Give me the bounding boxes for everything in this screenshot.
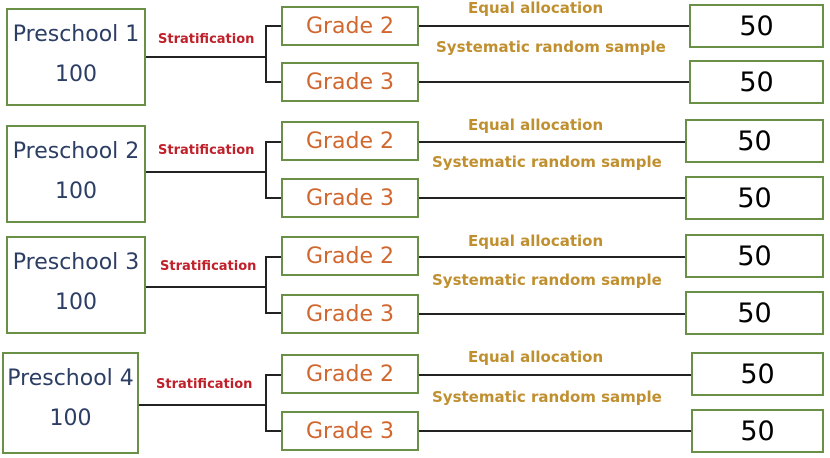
- preschool-box: Preschool 4 100: [2, 352, 139, 454]
- sampling-label: Systematic random sample: [432, 271, 662, 289]
- preschool-box: Preschool 2 100: [6, 125, 146, 223]
- connector: [139, 404, 266, 406]
- connector: [419, 374, 691, 376]
- allocation-label: Equal allocation: [468, 0, 604, 17]
- preschool-name: Preschool 3: [12, 250, 140, 275]
- connector: [265, 256, 281, 258]
- allocation-label: Equal allocation: [468, 348, 604, 366]
- sample-size-box: 50: [685, 176, 824, 220]
- stratum-row-1: Preschool 1 100 Stratification Grade 2 G…: [0, 0, 830, 110]
- connector: [419, 141, 685, 143]
- connector: [146, 171, 266, 173]
- connector: [265, 374, 267, 432]
- connector: [265, 25, 267, 83]
- preschool-total: 100: [55, 290, 97, 315]
- connector: [419, 256, 685, 258]
- sample-size-box: 50: [685, 119, 824, 163]
- connector: [265, 141, 281, 143]
- stratification-label: Stratification: [160, 259, 257, 274]
- stratification-label: Stratification: [158, 32, 255, 47]
- preschool-name: Preschool 1: [12, 22, 140, 47]
- connector: [419, 313, 685, 315]
- stratification-label: Stratification: [158, 143, 255, 158]
- sample-size-box: 50: [691, 409, 824, 453]
- grade-box: Grade 3: [281, 62, 419, 102]
- connector: [265, 25, 281, 27]
- sampling-label: Systematic random sample: [432, 153, 662, 171]
- grade-box: Grade 3: [281, 411, 419, 451]
- grade-box: Grade 2: [281, 121, 419, 161]
- sample-size-box: 50: [689, 4, 824, 48]
- sample-size-box: 50: [685, 234, 824, 278]
- grade-box: Grade 2: [281, 354, 419, 394]
- connector: [265, 430, 281, 432]
- connector: [265, 312, 281, 314]
- preschool-total: 100: [55, 62, 97, 87]
- grade-box: Grade 2: [281, 6, 419, 46]
- sampling-label: Systematic random sample: [432, 388, 662, 406]
- stratum-row-2: Preschool 2 100 Stratification Grade 2 G…: [0, 116, 830, 227]
- preschool-total: 100: [55, 179, 97, 204]
- connector: [419, 81, 689, 83]
- preschool-total: 100: [49, 406, 92, 431]
- connector: [265, 256, 267, 314]
- connector: [265, 197, 281, 199]
- connector: [265, 374, 281, 376]
- grade-box: Grade 2: [281, 236, 419, 276]
- stratification-label: Stratification: [156, 377, 253, 392]
- sample-size-box: 50: [691, 352, 824, 396]
- connector: [146, 56, 266, 58]
- connector: [419, 25, 689, 27]
- stratum-row-4: Preschool 4 100 Stratification Grade 2 G…: [0, 346, 830, 456]
- connector: [419, 430, 691, 432]
- connector: [265, 81, 281, 83]
- sample-size-box: 50: [689, 60, 824, 104]
- grade-box: Grade 3: [281, 294, 419, 334]
- preschool-name: Preschool 2: [12, 139, 140, 164]
- grade-box: Grade 3: [281, 178, 419, 218]
- allocation-label: Equal allocation: [468, 116, 604, 134]
- connector: [419, 197, 685, 199]
- stratum-row-3: Preschool 3 100 Stratification Grade 2 G…: [0, 232, 830, 342]
- connector: [146, 286, 266, 288]
- connector: [265, 141, 267, 199]
- sampling-label: Systematic random sample: [436, 38, 666, 56]
- sample-size-box: 50: [685, 291, 824, 335]
- preschool-box: Preschool 3 100: [6, 236, 146, 334]
- allocation-label: Equal allocation: [468, 232, 604, 250]
- preschool-box: Preschool 1 100: [6, 8, 146, 106]
- preschool-name: Preschool 4: [7, 366, 134, 391]
